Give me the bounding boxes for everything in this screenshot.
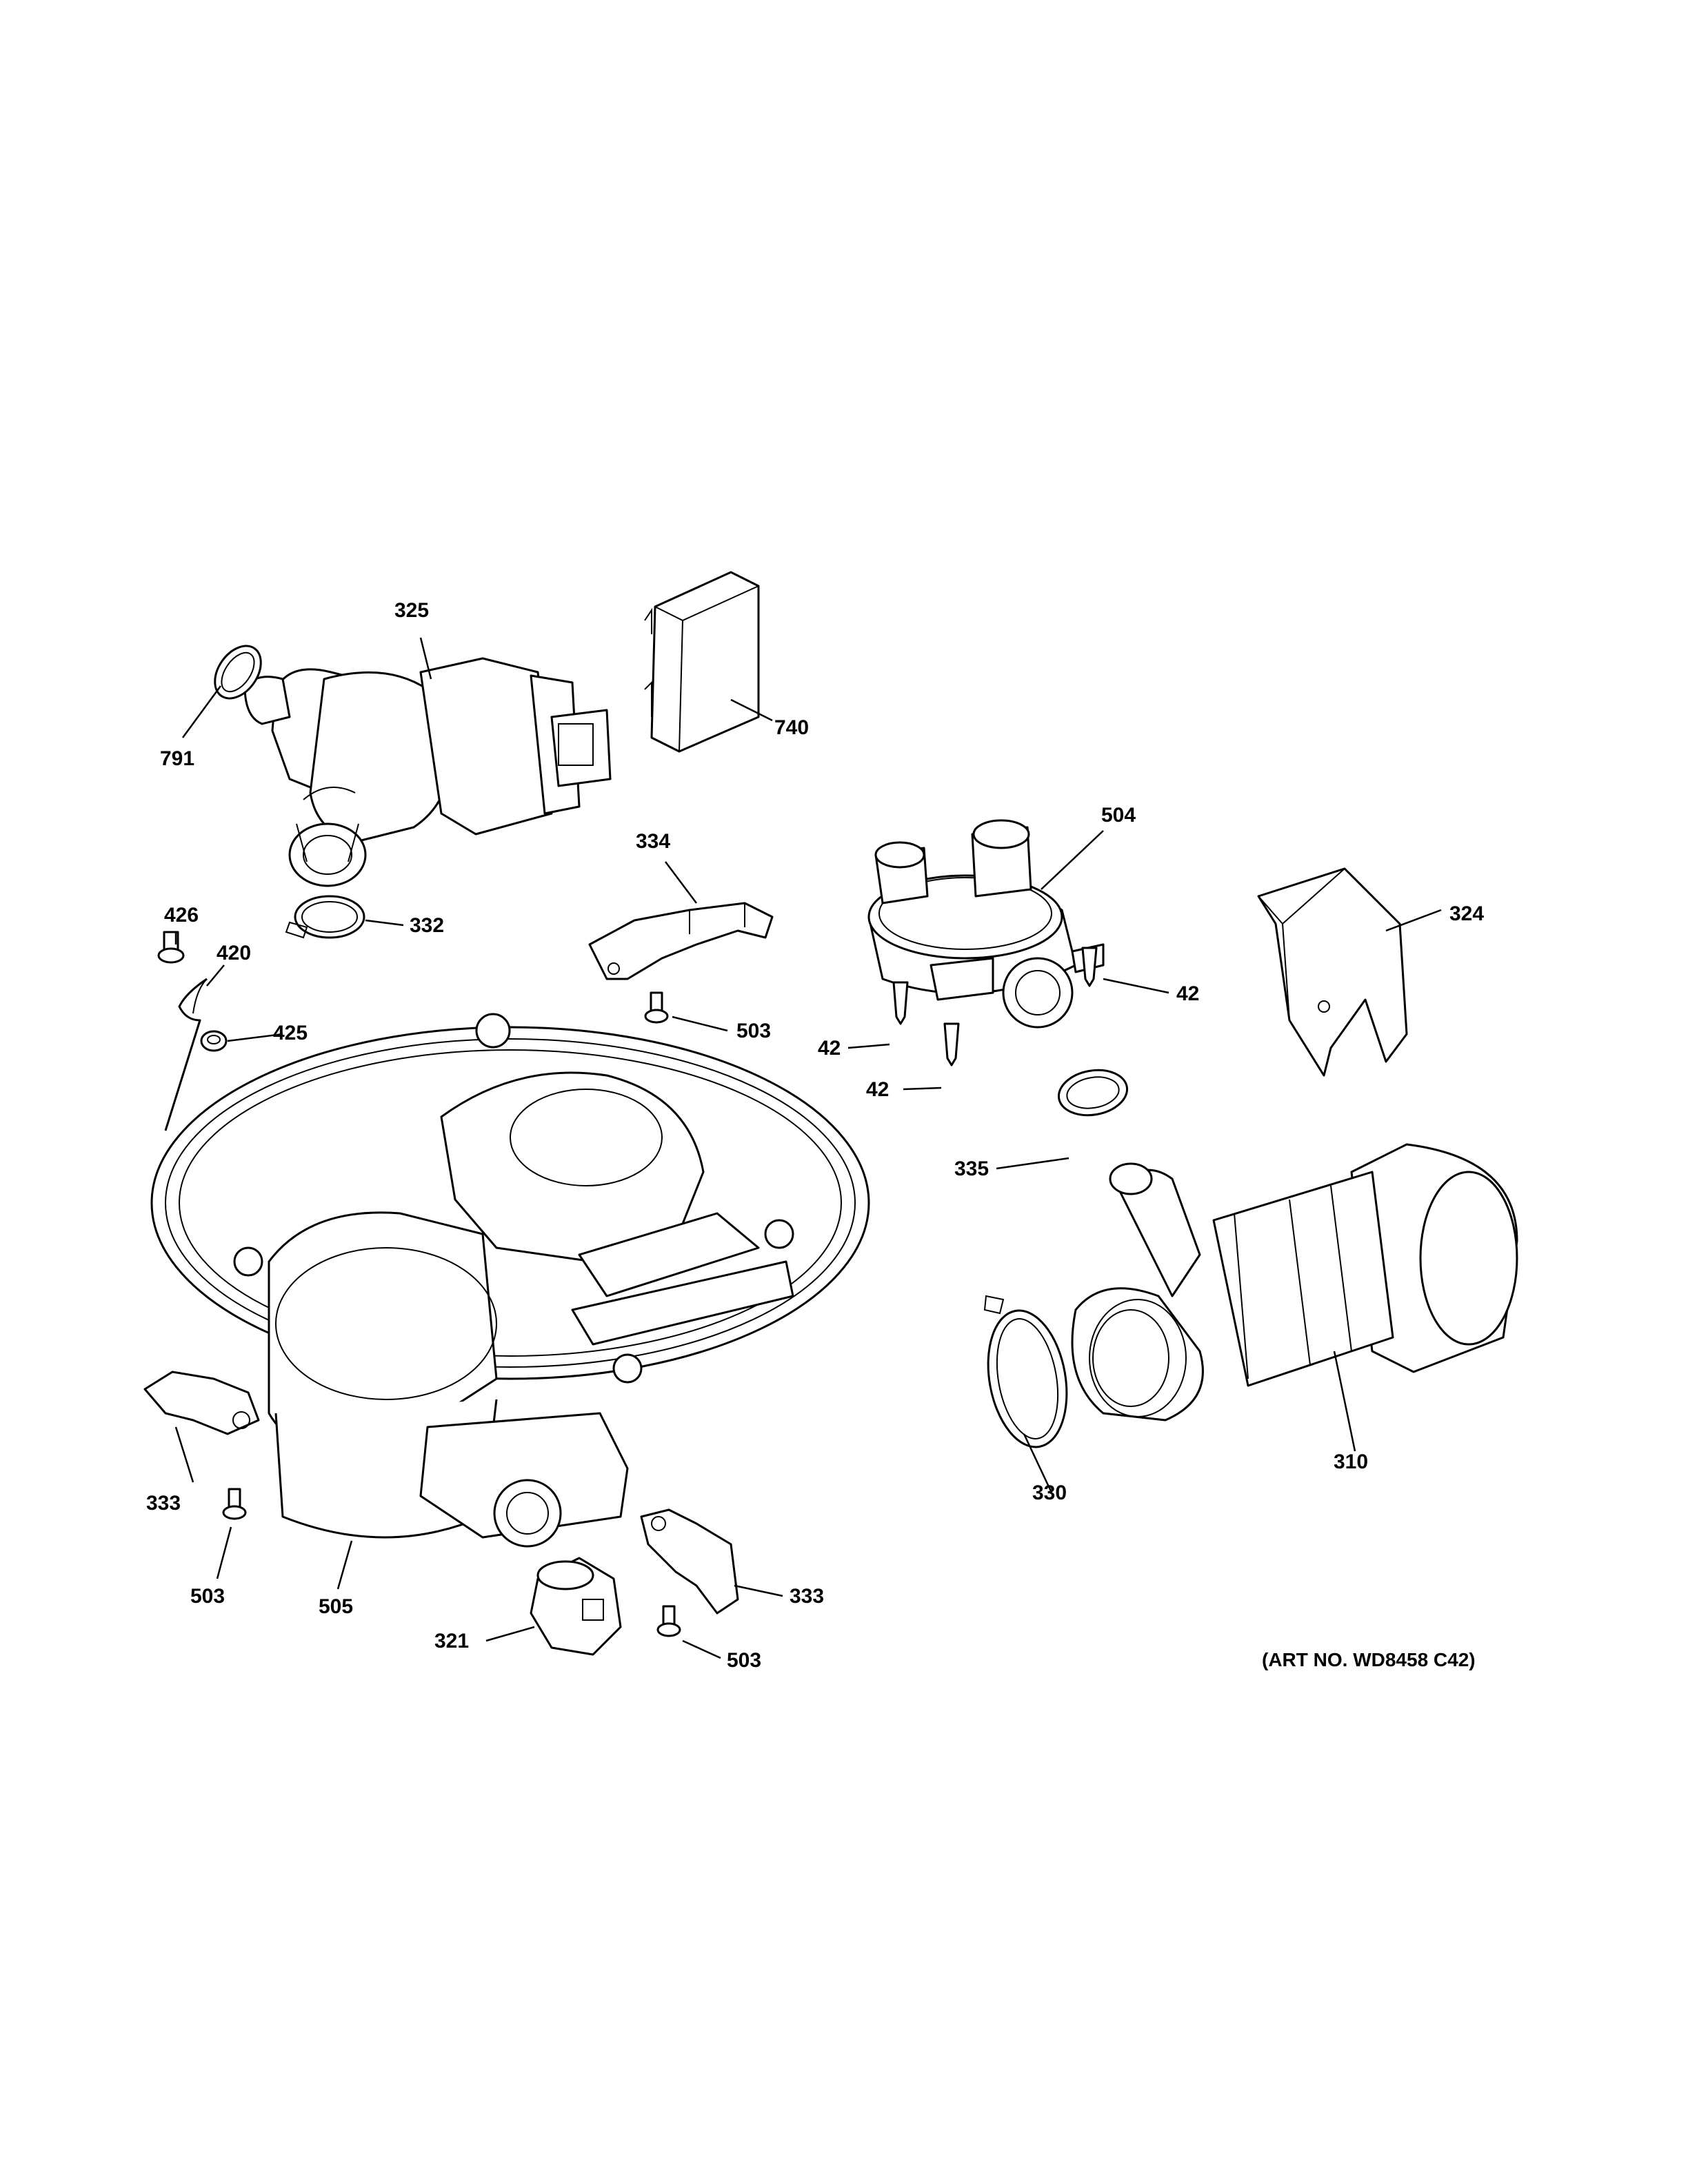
screw-42-right [1081, 947, 1098, 987]
screw-503-bottom [656, 1605, 681, 1637]
leader-lines [174, 637, 1442, 1659]
screw-426 [157, 931, 185, 964]
hose-clamp-330 [983, 1295, 1068, 1448]
cover-740 [644, 571, 760, 753]
diverter-504 [867, 819, 1105, 1029]
callout-426: 426 [164, 904, 199, 927]
callout-330: 330 [1032, 1482, 1067, 1504]
callout-420: 420 [217, 942, 251, 964]
callout-425: 425 [273, 1022, 308, 1044]
bracket-333-right [640, 1508, 739, 1615]
wire-420 [164, 978, 208, 1131]
callout-335: 335 [954, 1157, 989, 1180]
callout-503-top: 503 [736, 1020, 771, 1042]
callout-labels: 325 740 791 334 504 324 426 332 420 425 … [146, 599, 1484, 1672]
callout-503-bottom: 503 [727, 1649, 761, 1672]
callout-504: 504 [1101, 804, 1136, 827]
callout-333-right: 333 [790, 1585, 824, 1608]
screw-503-left [222, 1488, 247, 1520]
callout-333-left: 333 [146, 1492, 181, 1515]
callout-503-left: 503 [190, 1585, 225, 1608]
callout-325: 325 [394, 599, 429, 622]
callout-42-bottom: 42 [866, 1078, 889, 1101]
screw-42-bottom [943, 1022, 960, 1066]
callout-505: 505 [319, 1595, 353, 1618]
screw-503-top [644, 991, 669, 1024]
callout-42-left: 42 [818, 1037, 841, 1060]
art-number: (ART NO. WD8458 C42) [1262, 1649, 1476, 1670]
circulation-pump-310 [1071, 1143, 1518, 1422]
clamp-332 [285, 895, 365, 939]
bracket-334 [588, 902, 774, 980]
callout-310: 310 [1334, 1450, 1368, 1473]
grommet-425 [200, 1030, 228, 1052]
callout-42-right: 42 [1176, 982, 1199, 1005]
drain-pump-325 [243, 657, 612, 887]
clamp-335 [1057, 1069, 1129, 1117]
sensor-321 [530, 1557, 622, 1656]
bracket-333-left [143, 1371, 260, 1435]
callout-740: 740 [774, 716, 809, 739]
screw-42-left [892, 981, 909, 1025]
callout-324: 324 [1449, 902, 1484, 925]
callout-791: 791 [160, 747, 194, 770]
clamp-791 [214, 645, 262, 700]
callout-321: 321 [434, 1630, 469, 1652]
cover-324 [1257, 867, 1408, 1077]
callout-332: 332 [410, 914, 444, 937]
callout-334: 334 [636, 830, 670, 853]
sump-505 [150, 1013, 870, 1548]
